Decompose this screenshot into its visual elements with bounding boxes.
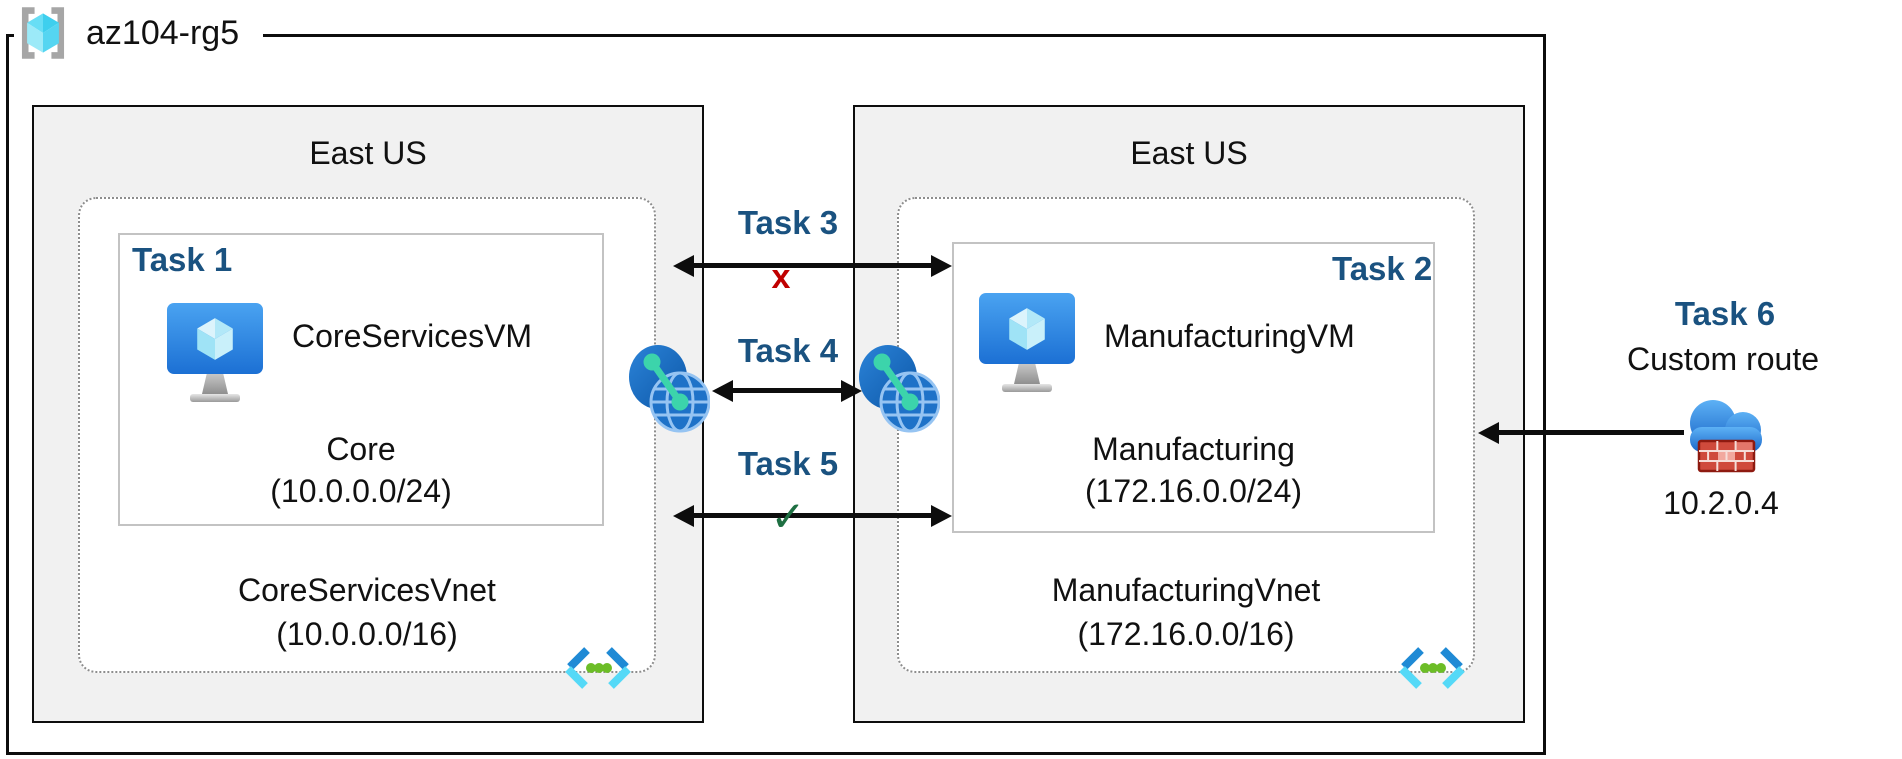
subnet-cidr: (10.0.0.0/24) xyxy=(270,473,452,509)
vm-base xyxy=(1002,384,1052,392)
cloud-firewall-icon xyxy=(1690,400,1762,473)
vm-icon-coreservices xyxy=(167,303,263,402)
vnet-label-manufacturing: ManufacturingVnet (172.16.0.0/16) xyxy=(897,568,1475,656)
subnet-label-manufacturing: Manufacturing (172.16.0.0/24) xyxy=(952,428,1435,512)
subnet-box-core xyxy=(118,233,604,526)
task2-label: Task 2 xyxy=(1332,250,1433,287)
task5-arrow xyxy=(693,513,932,518)
firewall-brick-glyph xyxy=(1697,439,1756,473)
task4-arrow xyxy=(732,388,842,393)
vnet-cidr: (10.0.0.0/16) xyxy=(276,616,458,652)
custom-route-ip: 10.2.0.4 xyxy=(1663,485,1779,521)
vm-cube-glyph xyxy=(197,317,233,360)
vnet-label-coreservices: CoreServicesVnet (10.0.0.0/16) xyxy=(78,568,656,656)
task4-label: Task 4 xyxy=(737,332,839,369)
vnet-name: CoreServicesVnet xyxy=(238,572,496,608)
task3-arrow xyxy=(693,263,932,268)
virtual-network-icon-right xyxy=(1399,647,1465,689)
subnet-cidr: (172.16.0.0/24) xyxy=(1084,473,1303,509)
resource-group-name: az104-rg5 xyxy=(86,13,240,52)
vm-stand xyxy=(1014,364,1040,384)
vm-monitor xyxy=(979,293,1075,364)
vm-name-coreservices: CoreServicesVM xyxy=(292,318,533,354)
network-peering-icon-right xyxy=(859,345,940,433)
task6-label: Task 6 xyxy=(1674,295,1776,332)
vm-icon-manufacturing xyxy=(979,293,1075,392)
subnet-name: Core xyxy=(326,431,396,467)
blocked-x-mark: x xyxy=(771,258,791,296)
vm-base xyxy=(190,394,240,402)
vnet-name: ManufacturingVnet xyxy=(1051,572,1321,608)
task6-arrow xyxy=(1498,430,1684,435)
virtual-network-icon-left xyxy=(565,647,631,689)
vm-cube-glyph xyxy=(1009,307,1045,350)
allowed-check-mark: ✓ xyxy=(770,493,806,540)
subnet-label-core: Core (10.0.0.0/24) xyxy=(118,428,604,512)
vm-monitor xyxy=(167,303,263,374)
custom-route-label: Custom route xyxy=(1626,341,1820,377)
vm-stand xyxy=(202,374,228,394)
region-title-right: East US xyxy=(1130,135,1248,171)
subnet-name: Manufacturing xyxy=(1092,431,1295,467)
network-peering-icon-left xyxy=(629,345,710,433)
vm-name-manufacturing: ManufacturingVM xyxy=(1104,318,1355,354)
task3-label: Task 3 xyxy=(737,204,839,241)
resource-group-label: az104-rg5 xyxy=(14,2,264,64)
task1-label: Task 1 xyxy=(132,241,233,278)
vnet-cidr: (172.16.0.0/16) xyxy=(1077,616,1295,652)
region-title-left: East US xyxy=(309,135,427,171)
task5-label: Task 5 xyxy=(737,445,839,482)
resource-group-icon xyxy=(21,7,65,59)
